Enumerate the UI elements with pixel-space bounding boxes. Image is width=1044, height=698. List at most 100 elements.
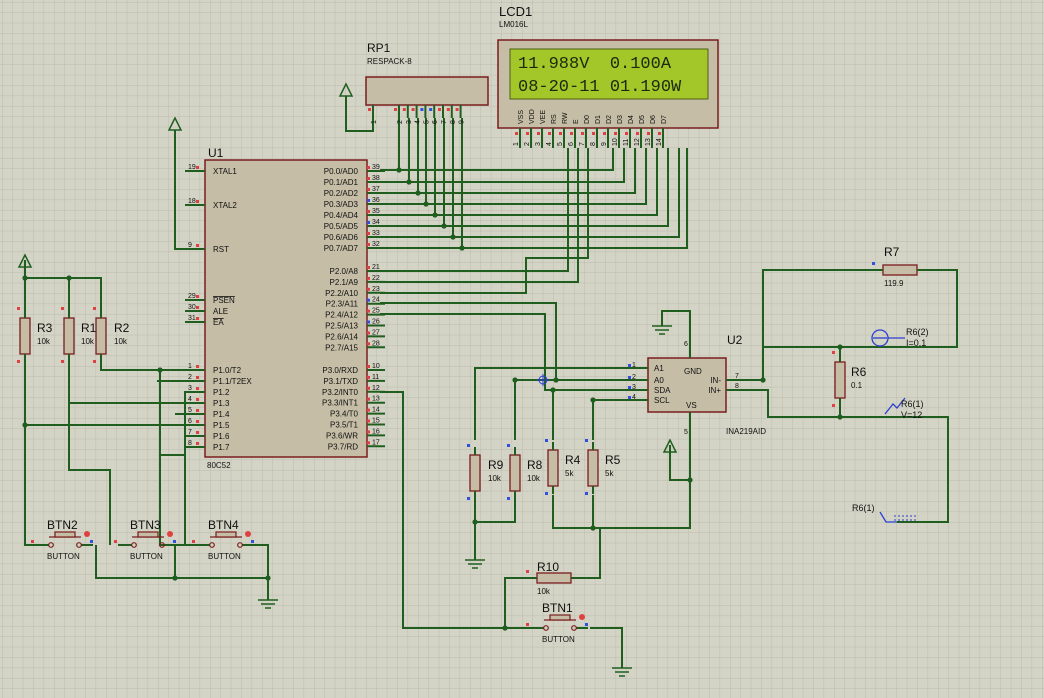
power-terminal-u2-vs bbox=[662, 438, 678, 453]
u1-pin-name: P1.3 bbox=[213, 399, 230, 408]
lcd-pin-number: 7 bbox=[579, 142, 586, 146]
resistor-value: 5k bbox=[605, 469, 614, 478]
u1-pin-name: P3.3/INT1 bbox=[322, 399, 359, 408]
pin-marker bbox=[61, 360, 64, 363]
rp1-ref: RP1 bbox=[367, 41, 391, 55]
resistor-ref: R2 bbox=[114, 321, 130, 335]
pin-marker bbox=[367, 408, 370, 412]
pin-marker bbox=[367, 386, 370, 390]
lcd-pin-number: 8 bbox=[590, 142, 597, 146]
resistor-value: 10k bbox=[527, 474, 541, 483]
pin-marker bbox=[581, 132, 584, 135]
u1-pin-name: P1.4 bbox=[213, 410, 230, 419]
button-indicator bbox=[579, 614, 585, 620]
u1-pin-number: 21 bbox=[372, 264, 380, 271]
u1-pin-name: P2.6/A14 bbox=[325, 332, 358, 341]
resistor-ref: R4 bbox=[565, 453, 581, 467]
pin-marker bbox=[367, 309, 370, 313]
pin-marker bbox=[196, 376, 199, 379]
current-probe[interactable]: R6(2) I=0.1 bbox=[871, 327, 929, 348]
u1-pin-number: 30 bbox=[188, 304, 196, 311]
u1-part: 80C52 bbox=[207, 461, 231, 470]
u1-pin-number: 38 bbox=[372, 175, 380, 182]
pin-marker bbox=[61, 307, 64, 310]
resistor-value: 10k bbox=[488, 474, 502, 483]
u2-pin-name: A1 bbox=[654, 364, 664, 373]
pin-marker bbox=[17, 307, 20, 310]
button-label: BUTTON bbox=[208, 552, 241, 561]
pin-marker bbox=[526, 623, 529, 626]
u1-pin-number: 29 bbox=[188, 293, 196, 300]
pin-marker bbox=[367, 331, 370, 335]
u1-pin-name: ALE bbox=[213, 307, 228, 316]
u1-pin-name: P1.2 bbox=[213, 388, 230, 397]
u1-pin-name: P2.2/A10 bbox=[325, 289, 358, 298]
pin-marker bbox=[367, 166, 370, 169]
pin-marker bbox=[367, 210, 370, 213]
lcd-module[interactable]: 11.988V 0.100A 08-20-11 01.190W LCD1 LM0… bbox=[497, 4, 719, 148]
pin-marker bbox=[507, 444, 510, 447]
button-indicator bbox=[84, 531, 90, 537]
button-indicator bbox=[167, 531, 173, 537]
pin-marker bbox=[196, 306, 199, 309]
lcd-pin-name: D4 bbox=[628, 115, 635, 124]
pin-marker bbox=[394, 108, 397, 111]
pin-marker bbox=[537, 132, 540, 135]
generator-terminal[interactable]: R6(1) bbox=[852, 503, 916, 523]
lcd-pin-name: D5 bbox=[639, 115, 646, 124]
pin-marker bbox=[196, 295, 199, 298]
pin-marker bbox=[467, 444, 470, 447]
lcd-pin-number: 11 bbox=[623, 139, 630, 146]
u1-pin-number: 16 bbox=[372, 428, 380, 435]
pin-marker bbox=[114, 540, 117, 543]
rp1-pin-number: 8 bbox=[450, 120, 457, 124]
u1-pin-number: 18 bbox=[188, 198, 196, 205]
lcd-pin-number: 10 bbox=[612, 138, 619, 146]
lcd-pin-number: 14 bbox=[656, 138, 663, 146]
pin-marker bbox=[585, 492, 588, 495]
u1-pin-number: 36 bbox=[372, 197, 380, 204]
u1-pin-name: P0.6/AD6 bbox=[324, 233, 359, 242]
resistor-value: 10k bbox=[114, 337, 128, 346]
u1-pin-name: P1.7 bbox=[213, 443, 230, 452]
pin-marker bbox=[196, 442, 199, 445]
lcd-pin-name: D0 bbox=[584, 115, 591, 124]
lcd-pin-number: 12 bbox=[634, 138, 641, 146]
lcd-pin-name: RS bbox=[551, 114, 558, 124]
pin-marker bbox=[367, 298, 370, 302]
lcd-part: LM016L bbox=[499, 20, 528, 29]
lcd-pin-number: 13 bbox=[645, 138, 652, 146]
pin-marker bbox=[628, 386, 631, 389]
u1-pin-name: P0.4/AD4 bbox=[324, 211, 359, 220]
pin-marker bbox=[196, 166, 199, 169]
voltage-probe[interactable]: R6(1) V=12 bbox=[884, 397, 924, 420]
lcd-pin-name: VDD bbox=[529, 109, 536, 124]
lcd-pin-number: 2 bbox=[524, 142, 531, 146]
lcd-pin-name: D3 bbox=[617, 115, 624, 124]
pin-marker bbox=[93, 307, 96, 310]
pin-marker bbox=[251, 540, 254, 543]
pin-marker bbox=[367, 199, 370, 202]
resistor-r6[interactable]: R60.1 bbox=[832, 351, 867, 407]
u1-pin-name: P2.5/A13 bbox=[325, 322, 358, 331]
resistor-ref: R1 bbox=[81, 321, 97, 335]
pin-marker bbox=[614, 132, 617, 135]
u1-pin-name: P2.0/A8 bbox=[330, 267, 359, 276]
